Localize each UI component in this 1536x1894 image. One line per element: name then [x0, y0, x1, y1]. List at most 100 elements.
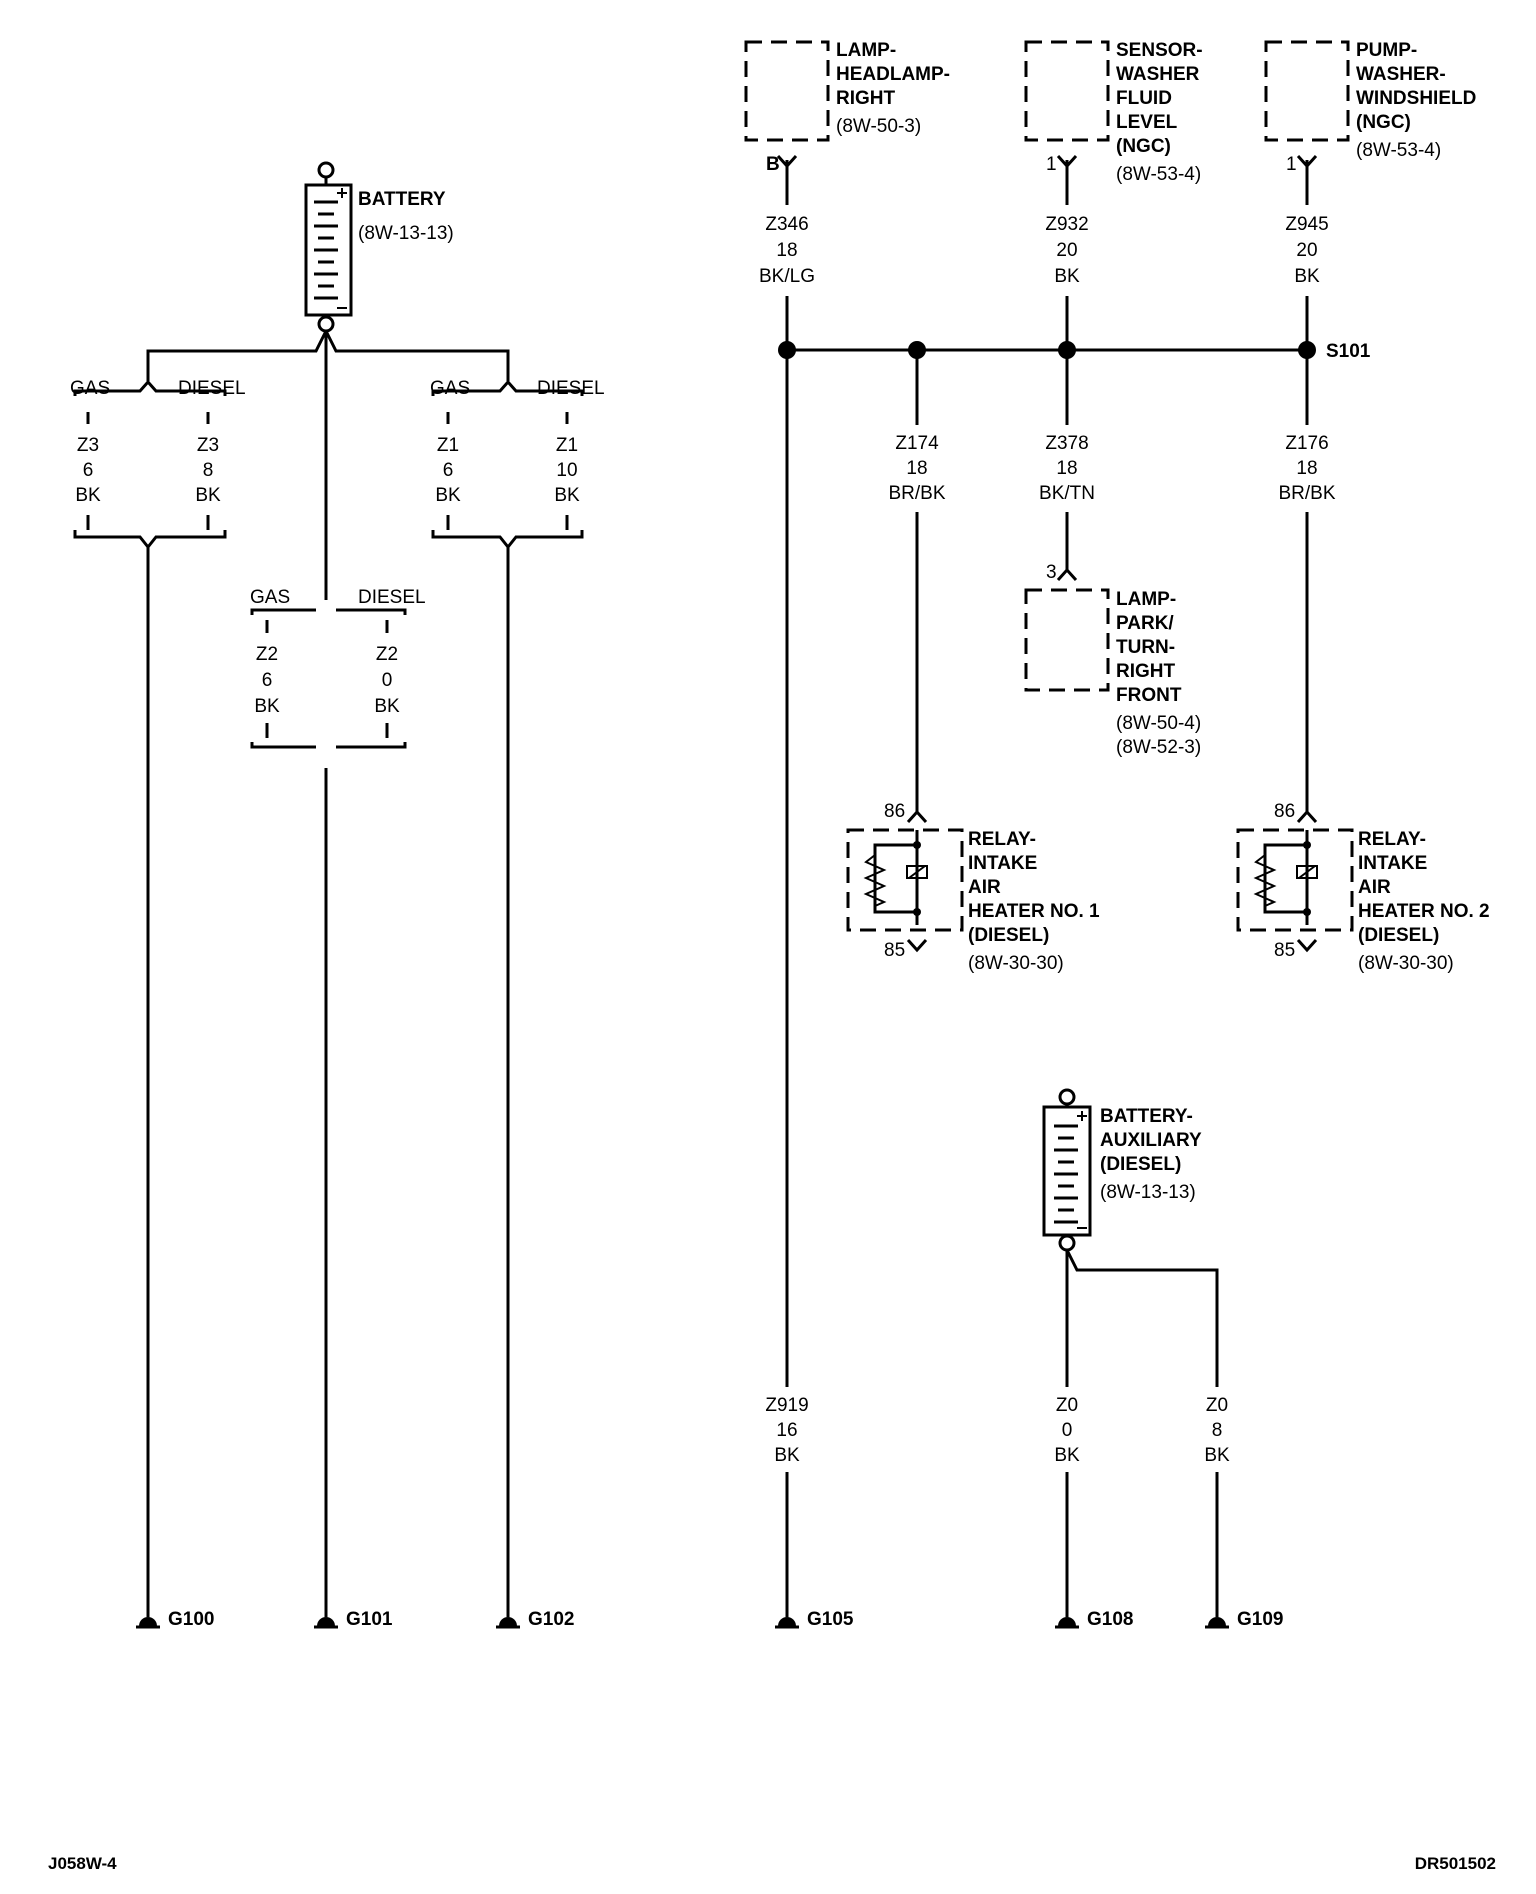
relay1-label-1: RELAY- [968, 829, 1036, 850]
park-lamp-label-5: FRONT [1116, 685, 1182, 706]
washer-pump-label-3: WINDSHIELD [1356, 88, 1476, 109]
wire-z176-gauge: 18 [1296, 458, 1317, 479]
washer-sensor-label-5: (NGC) [1116, 136, 1171, 157]
battery: BATTERY (8W-13-13) [304, 161, 454, 333]
park-lamp-label-1: LAMP- [1116, 589, 1176, 610]
z2-gas-label: GAS [250, 587, 290, 608]
washer-sensor-label-3: FLUID [1116, 88, 1172, 109]
wire-z919-color: BK [774, 1445, 800, 1466]
relay1-pin-86: 86 [884, 801, 905, 822]
wire-z174-gauge: 18 [906, 458, 927, 479]
wire-z1-diesel-color: BK [554, 485, 580, 506]
windshield-washer-pump: PUMP- WASHER- WINDSHIELD (NGC) (8W-53-4)… [1264, 40, 1476, 175]
relay-intake-air-heater-2: 86 85 RELAY- INTAKE AIR HEATER NO. 2 (DI… [1236, 801, 1490, 974]
relay2-label-1: RELAY- [1358, 829, 1426, 850]
wire-z346-gauge: 18 [776, 240, 797, 261]
ground-icon [775, 1617, 799, 1629]
park-lamp-pin: 3 [1046, 562, 1057, 583]
wire-z0a-gauge: 0 [1062, 1420, 1073, 1441]
wire-z0b-gauge: 8 [1212, 1420, 1223, 1441]
z3-gas-label: GAS [70, 378, 110, 399]
relay1-label-3: AIR [968, 877, 1001, 898]
wire-z174-circuit: Z174 [895, 433, 939, 454]
relay1-pin-85: 85 [884, 940, 905, 961]
ground-g100: G100 [168, 1609, 214, 1630]
wire-z919-circuit: Z919 [765, 1395, 808, 1416]
aux-battery-ground-wires: Z0 0 BK Z0 8 BK [1054, 1249, 1230, 1617]
wire-z2-diesel-gauge: 0 [382, 670, 393, 691]
z1-options: GAS DIESEL Z1 6 BK Z1 10 BK [430, 378, 605, 1617]
wire-z3-gas-gauge: 6 [83, 460, 94, 481]
footer-left-code: J058W-4 [48, 1854, 117, 1873]
aux-battery-label-2: AUXILIARY [1100, 1130, 1202, 1151]
relay2-pin-85: 85 [1274, 940, 1295, 961]
z1-gas-label: GAS [430, 378, 470, 399]
wire-z0b-circuit: Z0 [1206, 1395, 1228, 1416]
wire-z2-gas-gauge: 6 [262, 670, 273, 691]
wire-z0b-color: BK [1204, 1445, 1230, 1466]
wire-z174: Z174 18 BR/BK [888, 350, 946, 812]
aux-battery-ref: (8W-13-13) [1100, 1182, 1196, 1203]
wire-z174-color: BR/BK [888, 483, 945, 504]
wire-z346-color: BK/LG [759, 266, 815, 287]
wire-z1-gas-gauge: 6 [443, 460, 454, 481]
wire-z3-gas-color: BK [75, 485, 101, 506]
wire-z2-diesel-color: BK [374, 696, 400, 717]
relay1-label-2: INTAKE [968, 853, 1037, 874]
washer-pump-label-4: (NGC) [1356, 112, 1411, 133]
ground-icon [1055, 1617, 1079, 1629]
headlamp-pin: B [766, 154, 780, 175]
washer-sensor-ref: (8W-53-4) [1116, 164, 1201, 185]
wire-z378-circuit: Z378 [1045, 433, 1088, 454]
washer-pump-ref: (8W-53-4) [1356, 140, 1441, 161]
battery-ref: (8W-13-13) [358, 223, 454, 244]
washer-sensor-label-2: WASHER [1116, 64, 1200, 85]
wire-z378: Z378 18 BK/TN [1039, 350, 1095, 582]
relay2-label-5: (DIESEL) [1358, 925, 1439, 946]
washer-sensor-pin: 1 [1046, 154, 1057, 175]
wire-z932-color: BK [1054, 266, 1080, 287]
washer-fluid-sensor: SENSOR- WASHER FLUID LEVEL (NGC) (8W-53-… [1024, 40, 1203, 185]
wire-z346-circuit: Z346 [765, 214, 808, 235]
ground-g108: G108 [1087, 1609, 1133, 1630]
relay1-label-5: (DIESEL) [968, 925, 1049, 946]
wire-z3-diesel-gauge: 8 [203, 460, 214, 481]
relay-intake-air-heater-1: 86 85 RELAY- INTAKE AIR HEATER NO. 1 (DI… [846, 801, 1100, 974]
ground-icon [496, 1617, 520, 1629]
relay2-ref: (8W-30-30) [1358, 953, 1454, 974]
headlamp-label-2: HEADLAMP- [836, 64, 950, 85]
wire-z0a-circuit: Z0 [1056, 1395, 1078, 1416]
washer-pump-label-1: PUMP- [1356, 40, 1417, 61]
wire-z2-gas-circuit: Z2 [256, 644, 278, 665]
relay2-label-3: AIR [1358, 877, 1391, 898]
park-lamp-label-2: PARK/ [1116, 613, 1174, 634]
aux-battery-label-3: (DIESEL) [1100, 1154, 1181, 1175]
relay2-label-4: HEATER NO. 2 [1358, 901, 1490, 922]
ground-g109: G109 [1237, 1609, 1283, 1630]
wire-z3-gas-circuit: Z3 [77, 435, 99, 456]
park-lamp-ref-1: (8W-50-4) [1116, 713, 1201, 734]
park-lamp-label-3: TURN- [1116, 637, 1175, 658]
z2-diesel-label: DIESEL [358, 587, 426, 608]
wire-z1-diesel-gauge: 10 [556, 460, 577, 481]
ground-g102: G102 [528, 1609, 574, 1630]
ground-g101: G101 [346, 1609, 393, 1630]
splice-label: S101 [1326, 341, 1371, 362]
wire-z1-gas-color: BK [435, 485, 461, 506]
relay2-label-2: INTAKE [1358, 853, 1427, 874]
wire-z919: Z919 16 BK [765, 350, 809, 1617]
ground-icon [1205, 1617, 1229, 1629]
relay2-pin-86: 86 [1274, 801, 1295, 822]
wire-z2-gas-color: BK [254, 696, 280, 717]
park-lamp-label-4: RIGHT [1116, 661, 1176, 682]
park-turn-lamp-right-front: 3 LAMP- PARK/ TURN- RIGHT FRONT (8W-50-4… [1024, 562, 1201, 758]
wire-z176-circuit: Z176 [1285, 433, 1328, 454]
wire-z932-gauge: 20 [1056, 240, 1077, 261]
washer-sensor-label-1: SENSOR- [1116, 40, 1203, 61]
wire-z176-color: BR/BK [1278, 483, 1335, 504]
splice-s101: S101 [778, 341, 1371, 362]
ground-points: G100 G101 G102 G105 G108 G109 [136, 1609, 1283, 1630]
wire-z945-gauge: 20 [1296, 240, 1317, 261]
headlamp-ref: (8W-50-3) [836, 116, 921, 137]
z1-diesel-label: DIESEL [537, 378, 605, 399]
